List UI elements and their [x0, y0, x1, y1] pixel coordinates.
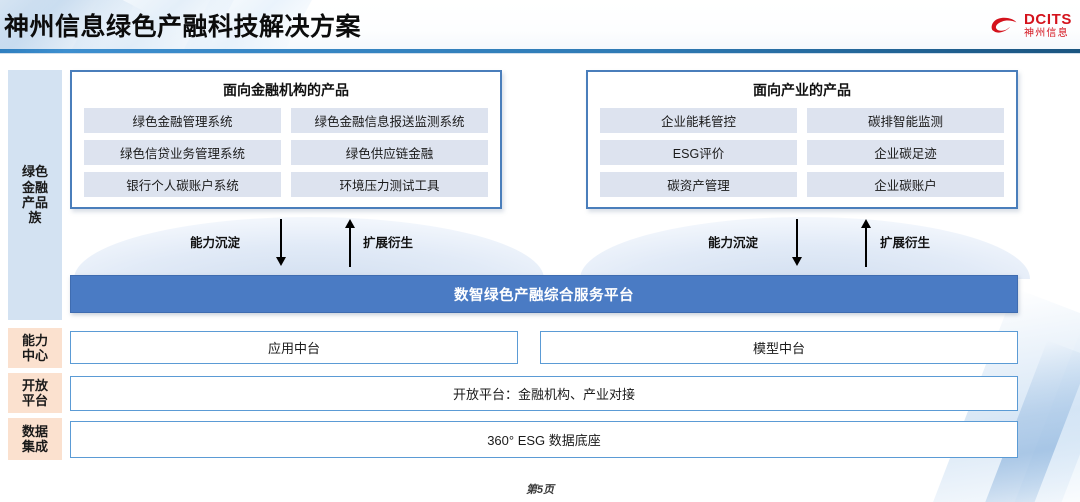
- box-open-platform[interactable]: 开放平台：金融机构、产业对接: [70, 376, 1018, 411]
- product-tile[interactable]: 企业能耗管控: [600, 108, 797, 133]
- product-tile[interactable]: 企业碳账户: [807, 172, 1004, 197]
- product-tile[interactable]: 环境压力测试工具: [291, 172, 488, 197]
- box-label: 开放平台：金融机构、产业对接: [452, 387, 635, 402]
- flow-label-capability-precipitation: 能力沉淀: [708, 236, 759, 250]
- flow-label-expansion-derivative: 扩展衍生: [363, 236, 414, 250]
- rail-label: 能力中心: [21, 332, 48, 363]
- product-tile[interactable]: ESG评价: [600, 140, 797, 165]
- product-tile[interactable]: 绿色金融信息报送监测系统: [291, 108, 488, 133]
- logo-cn-text: 神州信息: [1024, 27, 1069, 39]
- rail-label: 数据集成: [21, 423, 48, 454]
- panel-industry-products: 面向产业的产品 企业能耗管控 碳排智能监测 ESG评价 企业碳足迹 碳资产管理 …: [586, 70, 1018, 209]
- corner-ribbon-decor: [1014, 325, 1080, 502]
- product-tile[interactable]: 绿色供应链金融: [291, 140, 488, 165]
- box-label: 360° ESG 数据底座: [487, 433, 601, 448]
- rail-open-platform: 开放平台: [8, 373, 62, 413]
- logo-en-text: DCITS: [1024, 10, 1072, 28]
- page-title: 神州信息绿色产融科技解决方案: [4, 13, 362, 41]
- capability-dome-decor: [580, 217, 1030, 279]
- box-application-middle-platform[interactable]: 应用中台: [70, 331, 518, 364]
- rail-green-finance-products: 绿色金融产品族: [8, 70, 62, 320]
- product-tile[interactable]: 绿色金融管理系统: [84, 108, 281, 133]
- box-model-middle-platform[interactable]: 模型中台: [540, 331, 1018, 364]
- panel-financial-institution-products: 面向金融机构的产品 绿色金融管理系统 绿色金融信息报送监测系统 绿色信贷业务管理…: [70, 70, 502, 209]
- header-divider: [0, 49, 1080, 53]
- panel-tile-grid: 绿色金融管理系统 绿色金融信息报送监测系统 绿色信贷业务管理系统 绿色供应链金融…: [72, 100, 500, 207]
- product-tile[interactable]: 银行个人碳账户系统: [84, 172, 281, 197]
- page-number: 第5页: [525, 484, 555, 496]
- panel-title: 面向金融机构的产品: [223, 82, 349, 98]
- box-label: 模型中台: [752, 341, 805, 356]
- dcits-logo: DCITS 神州信息: [989, 8, 1072, 42]
- flow-label-expansion-derivative: 扩展衍生: [880, 236, 931, 250]
- platform-label: 数智绿色产融综合服务平台: [454, 287, 634, 304]
- capability-dome-decor: [74, 217, 544, 279]
- rail-capability-center: 能力中心: [8, 328, 62, 368]
- slide-header: 神州信息绿色产融科技解决方案 DCITS 神州信息: [0, 0, 1080, 51]
- product-tile[interactable]: 企业碳足迹: [807, 140, 1004, 165]
- panel-tile-grid: 企业能耗管控 碳排智能监测 ESG评价 企业碳足迹 碳资产管理 企业碳账户: [588, 100, 1016, 207]
- flow-label-capability-precipitation: 能力沉淀: [190, 236, 241, 250]
- rail-label: 绿色金融产品族: [21, 164, 48, 226]
- panel-title: 面向产业的产品: [753, 82, 851, 98]
- box-data-foundation[interactable]: 360° ESG 数据底座: [70, 421, 1018, 458]
- rail-label: 开放平台: [21, 377, 48, 408]
- product-tile[interactable]: 碳资产管理: [600, 172, 797, 197]
- platform-bar[interactable]: 数智绿色产融综合服务平台: [70, 275, 1018, 313]
- product-tile[interactable]: 碳排智能监测: [807, 108, 1004, 133]
- product-tile[interactable]: 绿色信贷业务管理系统: [84, 140, 281, 165]
- header-divider-shadow: [0, 53, 1080, 54]
- box-label: 应用中台: [267, 341, 320, 356]
- dcits-swoosh-icon: [989, 14, 1019, 36]
- rail-data-integration: 数据集成: [8, 418, 62, 460]
